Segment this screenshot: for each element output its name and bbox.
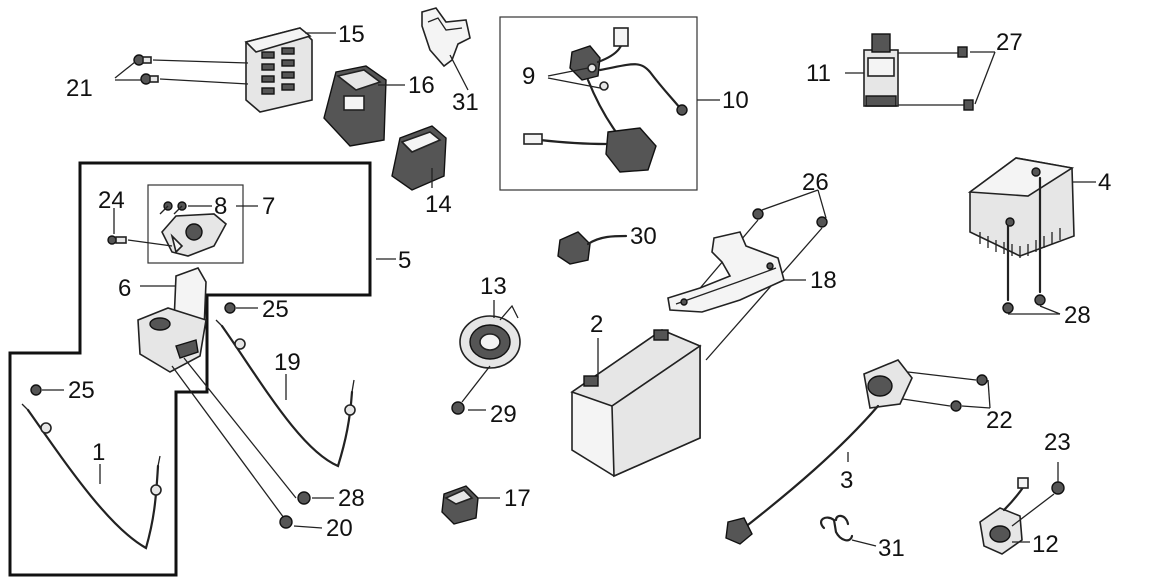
callout-10: 10 [722, 87, 749, 114]
nut-20 [279, 515, 293, 529]
callout-1: 1 [92, 439, 105, 466]
callout-15: 15 [338, 21, 365, 48]
screw-22b [950, 400, 962, 412]
cap-27a [957, 46, 968, 58]
callout-2: 2 [590, 311, 603, 338]
bolt-28a [1002, 224, 1014, 314]
screw-26a [752, 208, 764, 220]
fuse-box [244, 27, 313, 113]
callout-6: 6 [118, 275, 131, 302]
callout-17: 17 [504, 485, 531, 512]
battery-cable-assembly [523, 27, 688, 173]
callout-26: 26 [802, 169, 829, 196]
starter-relay-11 [863, 33, 899, 107]
cable-3 [725, 359, 913, 545]
callout-11: 11 [806, 60, 831, 87]
connector-30 [557, 231, 628, 265]
callout-28-left: 28 [338, 485, 365, 512]
callout-27: 27 [996, 29, 1023, 56]
callout-9: 9 [522, 63, 535, 90]
screw-25-lower [30, 384, 42, 396]
callout-31-bottom: 31 [878, 535, 905, 562]
callout-31-top: 31 [452, 89, 479, 116]
screw-25-upper [224, 302, 236, 314]
callout-5: 5 [398, 247, 411, 274]
callout-3: 3 [840, 467, 853, 494]
regulator-4 [967, 157, 1075, 258]
callout-28-right: 28 [1064, 302, 1091, 329]
bracket-31-top [421, 7, 471, 68]
clip-31-bottom [819, 514, 854, 542]
nut-29 [451, 401, 465, 415]
screws-8 [159, 201, 187, 215]
horn-13 [459, 304, 521, 369]
callout-24: 24 [98, 187, 125, 214]
callout-25-lower: 25 [68, 377, 95, 404]
callout-4: 4 [1098, 169, 1111, 196]
callout-30: 30 [630, 223, 657, 250]
connector-17 [441, 485, 479, 525]
callout-16: 16 [408, 72, 435, 99]
callout-20: 20 [326, 515, 353, 542]
nut-28-left [297, 491, 311, 505]
callout-13: 13 [480, 273, 507, 300]
callout-29: 29 [490, 401, 517, 428]
group-10-frame [499, 16, 698, 191]
sensor-12 [979, 477, 1055, 555]
battery-bracket-18 [667, 231, 785, 313]
bolt-28b [1034, 176, 1046, 306]
callout-18: 18 [810, 267, 837, 294]
battery-2 [570, 329, 702, 478]
ignition-switch-6 [137, 267, 207, 373]
screw-21b [140, 73, 159, 85]
callout-22: 22 [986, 407, 1013, 434]
relay-16 [323, 65, 387, 147]
cap-27b [963, 99, 974, 111]
cable-19 [215, 319, 356, 468]
nut-23 [1051, 481, 1065, 495]
callout-23: 23 [1044, 429, 1071, 456]
callout-25-upper: 25 [262, 296, 289, 323]
screw-26b [816, 216, 828, 228]
callout-14: 14 [425, 191, 452, 218]
callout-8: 8 [214, 193, 227, 220]
callout-7: 7 [262, 193, 275, 220]
relay-14 [391, 125, 447, 191]
screw-22a [976, 374, 988, 386]
group-5-outline [8, 161, 372, 577]
cable-1 [21, 403, 162, 550]
callout-12: 12 [1032, 531, 1059, 558]
group-7-frame [147, 184, 244, 264]
screw-21a [133, 54, 152, 66]
callout-19: 19 [274, 349, 301, 376]
callout-21: 21 [66, 75, 93, 102]
screw-24 [107, 235, 127, 245]
key-cover-7 [161, 213, 228, 257]
